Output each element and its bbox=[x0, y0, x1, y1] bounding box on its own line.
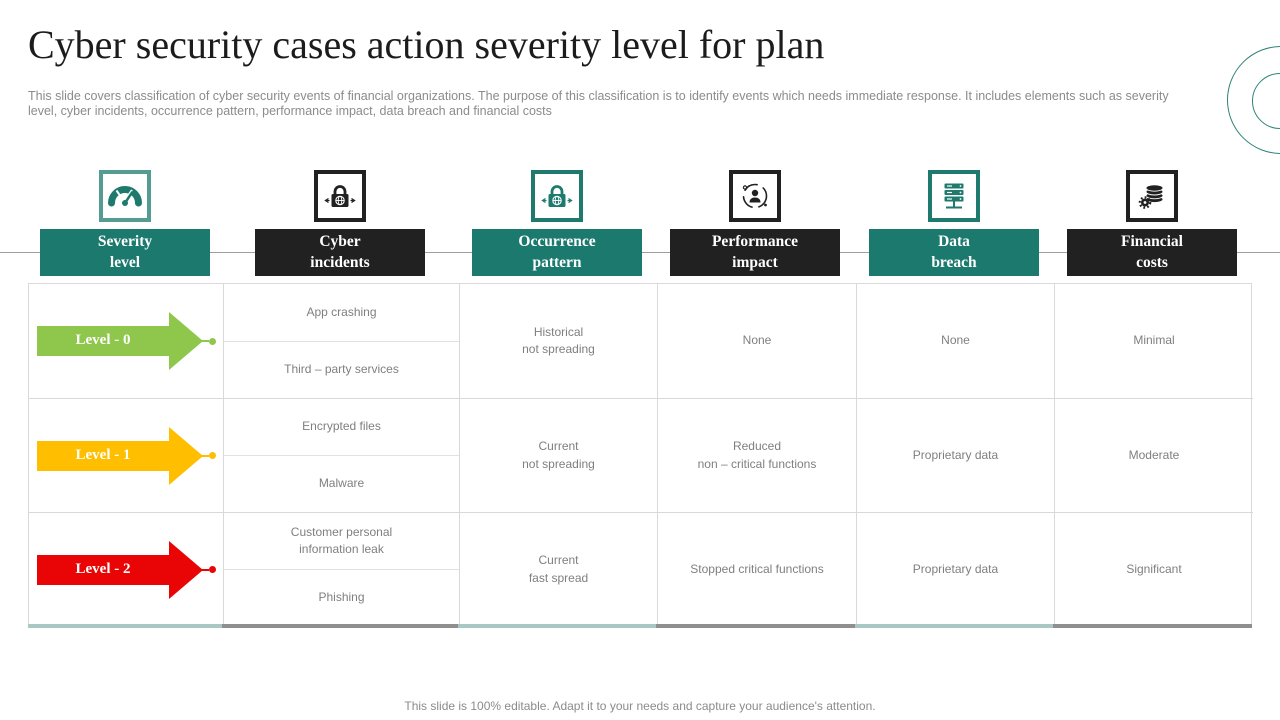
incident-item: Third – party services bbox=[284, 362, 399, 377]
arrow-head bbox=[169, 426, 203, 485]
column-header-financial-costs: Financial costs bbox=[1067, 229, 1237, 276]
level-1-label: Level - 1 bbox=[37, 440, 169, 471]
accent-segment bbox=[458, 624, 656, 628]
column-header-occurrence-pattern: Occurrence pattern bbox=[472, 229, 642, 276]
accent-segment bbox=[1053, 624, 1252, 628]
severity-level-cell: Level - 2 bbox=[29, 512, 223, 626]
cyber-incidents-cell: Customer personal information leak Phish… bbox=[223, 512, 459, 626]
column-header-cyber-incidents: Cyber incidents bbox=[255, 229, 425, 276]
financial-costs-cell: Significant bbox=[1054, 512, 1253, 626]
level-1-arrow: Level - 1 bbox=[37, 426, 217, 485]
data-breach-cell: None bbox=[856, 284, 1054, 398]
footer-note: This slide is 100% editable. Adapt it to… bbox=[404, 699, 876, 713]
incident-item: Phishing bbox=[318, 590, 365, 605]
incident-item: Malware bbox=[318, 476, 365, 491]
data-breach-cell: Proprietary data bbox=[856, 398, 1054, 512]
column-header-severity-level: Severity level bbox=[40, 229, 210, 276]
arrow-stem bbox=[198, 568, 209, 571]
arrow-head bbox=[169, 540, 203, 599]
data-breach-cell: Proprietary data bbox=[856, 512, 1054, 626]
server-icon bbox=[928, 170, 980, 222]
performance-impact-cell: Stopped critical functions bbox=[657, 512, 856, 626]
financial-costs-cell: Minimal bbox=[1054, 284, 1253, 398]
severity-level-cell: Level - 0 bbox=[29, 284, 223, 398]
table-bottom-accent bbox=[28, 624, 1252, 628]
accent-segment bbox=[222, 624, 458, 628]
arrow-dot bbox=[209, 337, 216, 345]
arrow-dot bbox=[209, 566, 216, 573]
arrow-head bbox=[169, 312, 203, 370]
orbit-user-icon bbox=[729, 170, 781, 222]
cyber-incidents-cell: App crashing Third – party services bbox=[223, 284, 459, 398]
cyber-incidents-cell: Encrypted files Malware bbox=[223, 398, 459, 512]
level-2-label: Level - 2 bbox=[37, 554, 169, 585]
performance-impact-cell: None bbox=[657, 284, 856, 398]
severity-table: Level - 0 App crashing Third – party ser… bbox=[28, 283, 1253, 626]
arrow-stem bbox=[198, 454, 209, 457]
accent-segment bbox=[855, 624, 1053, 628]
level-0-label: Level - 0 bbox=[37, 326, 169, 356]
incident-item: Encrypted files bbox=[224, 399, 459, 456]
occurrence-pattern-cell: Current fast spread bbox=[459, 512, 657, 626]
gauge-icon bbox=[99, 170, 151, 222]
coins-gear-icon bbox=[1126, 170, 1178, 222]
lock-globe-icon bbox=[314, 170, 366, 222]
lock-globe-icon bbox=[531, 170, 583, 222]
occurrence-pattern-cell: Current not spreading bbox=[459, 398, 657, 512]
accent-segment bbox=[28, 624, 222, 628]
accent-segment bbox=[656, 624, 855, 628]
incident-item: App crashing bbox=[224, 284, 459, 342]
occurrence-pattern-cell: Historical not spreading bbox=[459, 284, 657, 398]
level-2-arrow: Level - 2 bbox=[37, 540, 217, 599]
level-0-arrow: Level - 0 bbox=[37, 312, 217, 370]
slide-subtitle: This slide covers classification of cybe… bbox=[28, 89, 1169, 118]
arrow-stem bbox=[198, 340, 209, 342]
severity-level-cell: Level - 1 bbox=[29, 398, 223, 512]
page-title: Cyber security cases action severity lev… bbox=[28, 22, 825, 67]
arrow-dot bbox=[209, 452, 216, 459]
performance-impact-cell: Reduced non – critical functions bbox=[657, 398, 856, 512]
column-header-performance-impact: Performance impact bbox=[670, 229, 840, 276]
incident-item: Customer personal information leak bbox=[224, 513, 459, 570]
column-header-data-breach: Data breach bbox=[869, 229, 1039, 276]
financial-costs-cell: Moderate bbox=[1054, 398, 1253, 512]
